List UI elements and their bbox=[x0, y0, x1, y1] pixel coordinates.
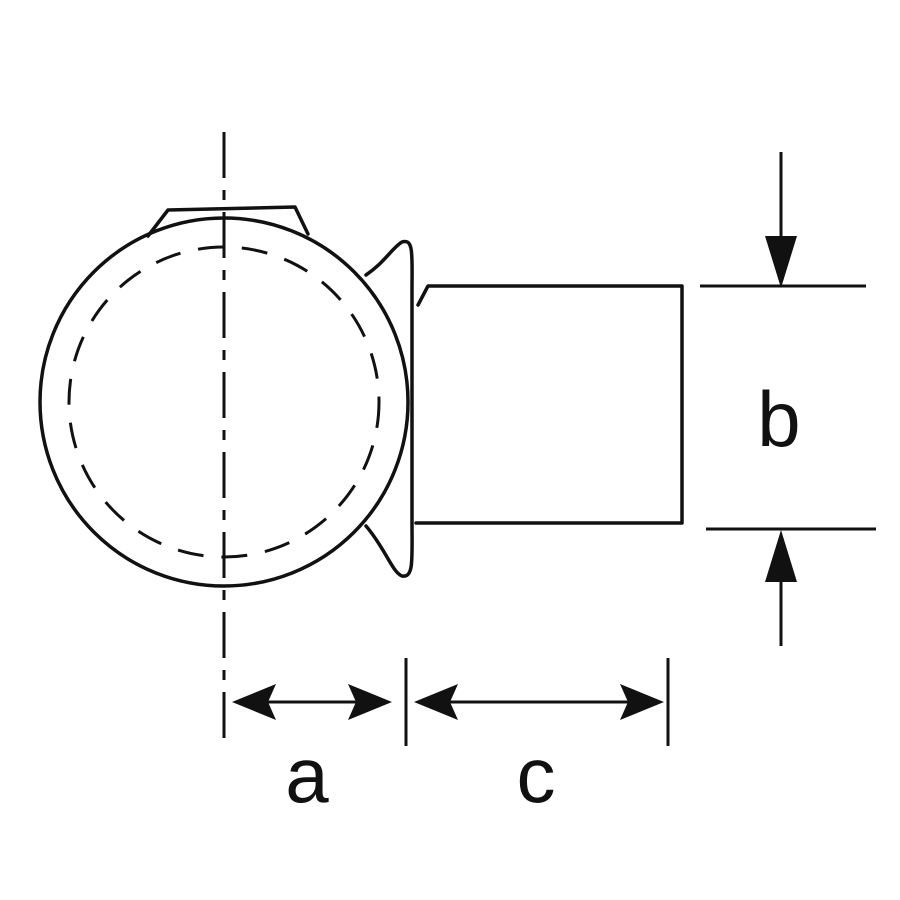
tube-stub bbox=[414, 284, 684, 525]
dim-b-arrow-bottom-head bbox=[765, 530, 797, 582]
ball-inner-bore bbox=[67, 245, 381, 559]
dim-b-arrow-top-head bbox=[765, 236, 797, 288]
dim-label-a: a bbox=[285, 731, 329, 819]
dim-c-arrow-left-head bbox=[414, 684, 458, 720]
dim-a-arrow-left-head bbox=[232, 684, 276, 720]
dim-label-b: b bbox=[757, 375, 800, 463]
ball-outline bbox=[38, 216, 410, 588]
dim-label-c: c bbox=[517, 731, 556, 819]
ball-top-collar bbox=[146, 205, 310, 238]
dim-c-arrow-right-head bbox=[620, 684, 664, 720]
neck-flare bbox=[364, 239, 414, 578]
dim-a-arrow-right-head bbox=[348, 684, 392, 720]
